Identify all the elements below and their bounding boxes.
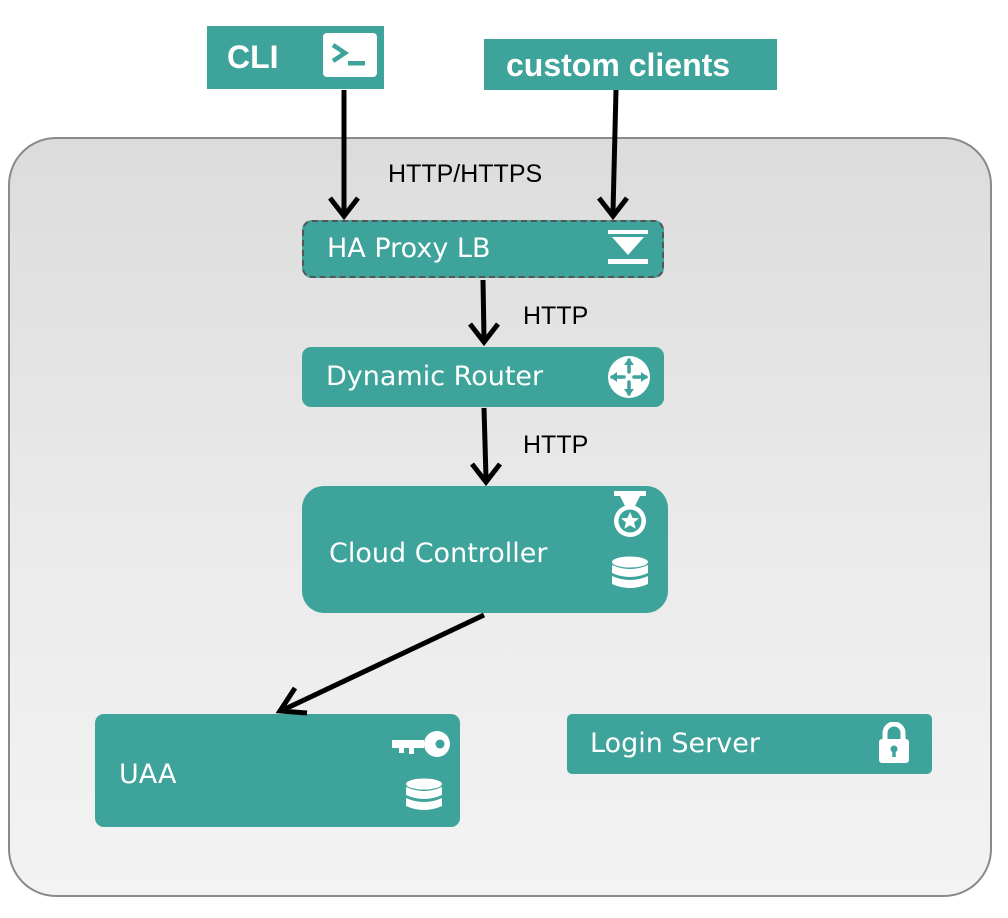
database-icon bbox=[612, 556, 648, 588]
node-login-server-label: Login Server bbox=[590, 728, 760, 759]
edge-label-proxy-to-router: HTTP bbox=[523, 302, 589, 330]
node-custom-clients-label: custom clients bbox=[506, 47, 731, 83]
edge-clients-to-proxy bbox=[610, 89, 619, 213]
node-cloud-controller-label: Cloud Controller bbox=[329, 538, 548, 569]
edge-proxy-to-router bbox=[480, 279, 487, 339]
node-ha-proxy-lb-label: HA Proxy LB bbox=[327, 233, 491, 264]
terminal-icon bbox=[323, 33, 377, 77]
arrowhead-controller-to-uaa bbox=[275, 686, 308, 716]
arrowhead-proxy-to-router bbox=[468, 322, 500, 347]
node-custom-clients: custom clients bbox=[484, 39, 777, 90]
arrowhead-router-to-controller bbox=[470, 462, 502, 487]
load-balancer-icon bbox=[608, 230, 648, 264]
key-icon bbox=[392, 731, 450, 757]
node-cli: CLI bbox=[207, 26, 384, 89]
arrowhead-cli-to-proxy bbox=[328, 196, 360, 221]
node-cli-label: CLI bbox=[227, 39, 279, 75]
edge-router-to-controller bbox=[481, 407, 489, 479]
node-cloud-controller: Cloud Controller bbox=[302, 486, 668, 613]
lock-icon bbox=[879, 722, 909, 763]
database-icon bbox=[406, 778, 442, 810]
arrowhead-clients-to-proxy bbox=[597, 196, 629, 221]
node-uaa-label: UAA bbox=[119, 759, 177, 790]
edge-label-clients-to-proxy: HTTP/HTTPS bbox=[388, 160, 543, 188]
node-login-server: Login Server bbox=[567, 714, 932, 774]
node-ha-proxy-lb: HA Proxy LB bbox=[302, 220, 664, 278]
node-dynamic-router: Dynamic Router bbox=[302, 347, 664, 407]
node-uaa: UAA bbox=[95, 714, 460, 827]
edge-label-router-to-controller: HTTP bbox=[523, 431, 589, 459]
router-icon bbox=[608, 356, 650, 398]
edge-controller-to-uaa bbox=[283, 612, 486, 712]
medal-icon bbox=[614, 491, 646, 537]
node-dynamic-router-label: Dynamic Router bbox=[326, 361, 544, 392]
